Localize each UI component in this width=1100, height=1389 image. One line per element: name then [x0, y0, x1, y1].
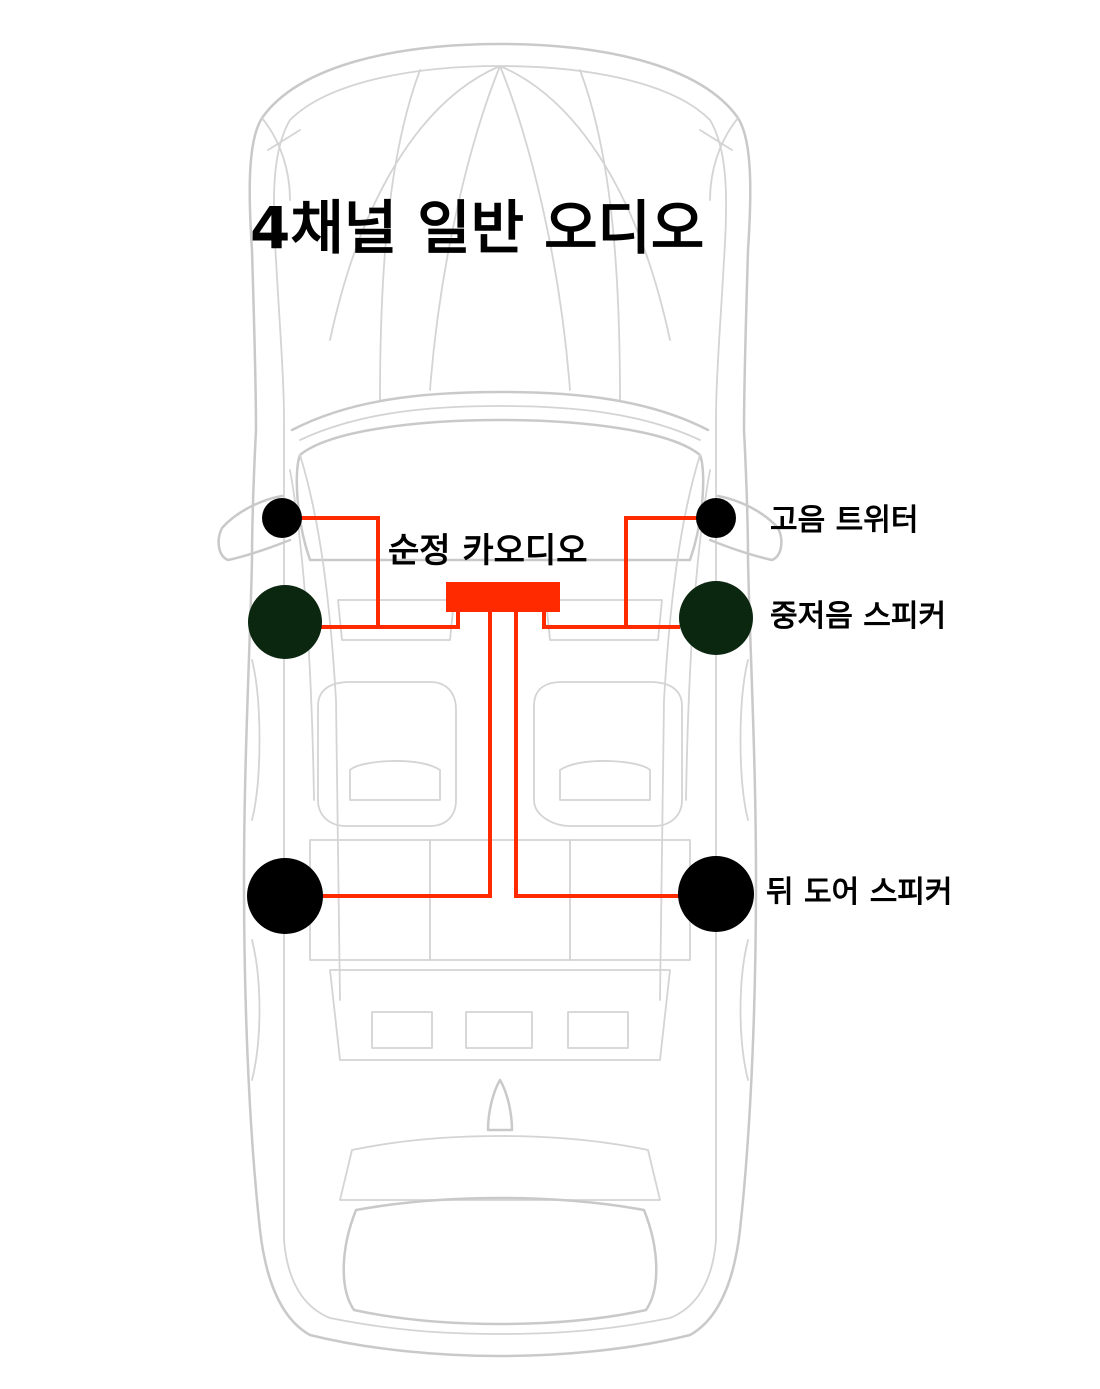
wire-left-rear [320, 612, 492, 898]
head-unit-label: 순정 카오디오 [388, 531, 588, 571]
left-rear-speaker-icon [247, 858, 323, 934]
left-tweeter-icon [262, 498, 302, 538]
midwoofer-label: 중저음 스피커 [770, 599, 946, 634]
wire-right-rear [514, 612, 680, 898]
right-rear-speaker-icon [678, 856, 754, 932]
speakers [247, 498, 754, 934]
diagram-title: 4채널 일반 오디오 [250, 194, 704, 262]
right-midwoofer-icon [679, 581, 753, 655]
tweeter-label: 고음 트위터 [770, 503, 918, 538]
head-unit-block [446, 582, 560, 612]
right-tweeter-icon [696, 498, 736, 538]
left-midwoofer-icon [248, 585, 322, 659]
rear-speaker-label: 뒤 도어 스피커 [766, 875, 953, 910]
wiring [300, 516, 700, 898]
